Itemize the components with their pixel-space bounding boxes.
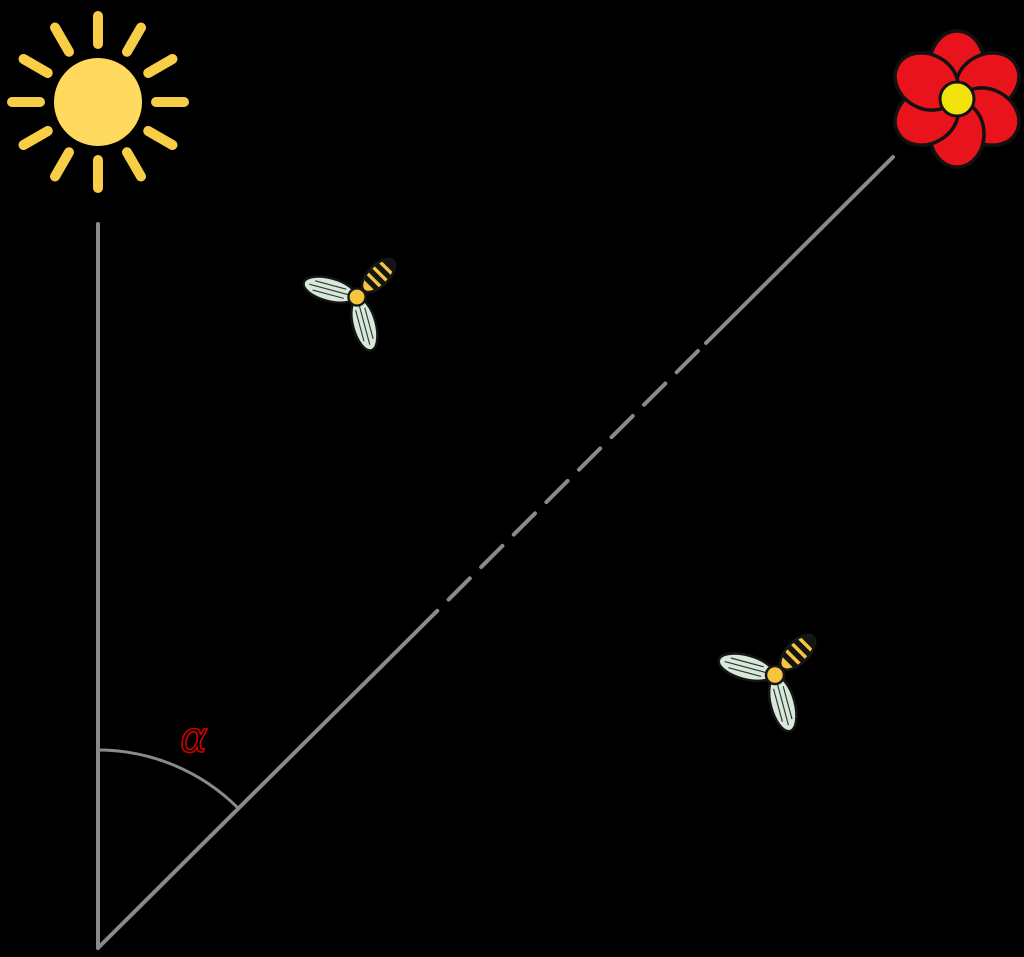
- bee-icon: [707, 597, 853, 743]
- flower-icon: [893, 29, 1021, 169]
- flight-path-line-lower: [96, 630, 418, 950]
- sun-ray: [143, 54, 178, 78]
- sun-ray: [143, 126, 178, 150]
- sun-ray: [122, 22, 146, 57]
- sun-ray: [18, 54, 53, 78]
- sun-ray: [18, 126, 53, 150]
- sun-ray: [122, 147, 146, 182]
- angle-arc: [97, 748, 240, 810]
- bee-icon: [293, 223, 431, 361]
- sun-rays: [7, 11, 189, 193]
- sun-ray: [50, 22, 74, 57]
- sun-ray: [50, 147, 74, 182]
- sun-disc: [54, 58, 142, 146]
- angle-label: α: [180, 713, 208, 762]
- sun-icon: [7, 11, 189, 193]
- flower-center: [938, 80, 976, 118]
- flight-path-line-dashed: [414, 341, 708, 634]
- flight-path-line-upper: [704, 155, 895, 345]
